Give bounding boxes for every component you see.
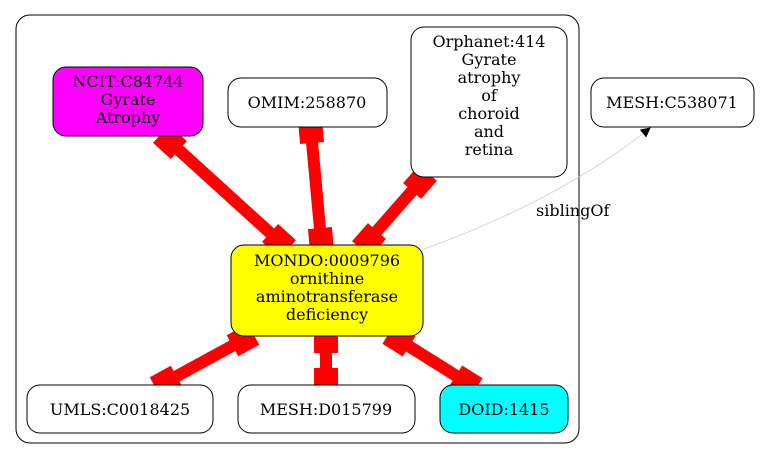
node-label-line: deficiency: [286, 305, 368, 324]
node-label-line: atrophy: [458, 68, 521, 87]
node-omim-label: OMIM:258870: [248, 93, 367, 112]
edge-ncit-mondo: [153, 125, 296, 258]
node-label-line: OMIM:258870: [248, 93, 367, 112]
node-label-line: Atrophy: [95, 108, 161, 127]
node-label-line: ornithine: [290, 269, 364, 288]
sibling-edge-line: [423, 127, 651, 250]
node-mesh-c-label: MESH:C538071: [606, 93, 738, 112]
equivalence-cluster: [15, 14, 580, 444]
node-omim-258870[interactable]: OMIM:258870: [227, 77, 388, 128]
node-label-line: Orphanet:414: [433, 32, 546, 51]
edge-omim-mondo: [297, 117, 335, 254]
node-label-line: MESH:C538071: [606, 93, 738, 112]
node-umls-c0018425[interactable]: UMLS:C0018425: [26, 384, 214, 434]
edge-line: [163, 334, 246, 388]
edge-orphanet-mondo: [352, 165, 437, 257]
sibling-edge-label: siblingOf: [536, 201, 610, 220]
node-label-line: MONDO:0009796: [254, 251, 400, 270]
node-doid-label: DOID:1415: [458, 400, 549, 419]
node-label-line: UMLS:C0018425: [50, 400, 190, 419]
node-label-line: choroid: [458, 104, 520, 123]
node-label-line: NCIT:C84744: [72, 72, 183, 91]
node-label-line: and: [474, 122, 504, 141]
edge-line: [364, 178, 425, 244]
node-label-line: aminotransferase: [256, 287, 398, 306]
sibling-edge: siblingOf: [423, 127, 651, 250]
node-label-line: MESH:D015799: [260, 400, 392, 419]
node-mesh-c538071[interactable]: MESH:C538071: [590, 77, 755, 128]
node-mesh-d015799[interactable]: MESH:D015799: [237, 384, 416, 434]
node-mesh-d-label: MESH:D015799: [260, 400, 392, 419]
node-label-line: retina: [465, 140, 514, 159]
node-label-line: Gyrate: [101, 90, 156, 109]
edge-line: [305, 130, 327, 241]
node-doid-1415[interactable]: DOID:1415: [439, 384, 569, 434]
node-label-line: DOID:1415: [458, 400, 549, 419]
node-label-line: Gyrate: [462, 50, 517, 69]
edge-line: [165, 137, 284, 246]
edge-mondo-mesh-d: [314, 329, 338, 392]
node-umls-label: UMLS:C0018425: [50, 400, 190, 419]
edge-line: [395, 334, 470, 388]
node-label-line: of: [481, 86, 498, 105]
